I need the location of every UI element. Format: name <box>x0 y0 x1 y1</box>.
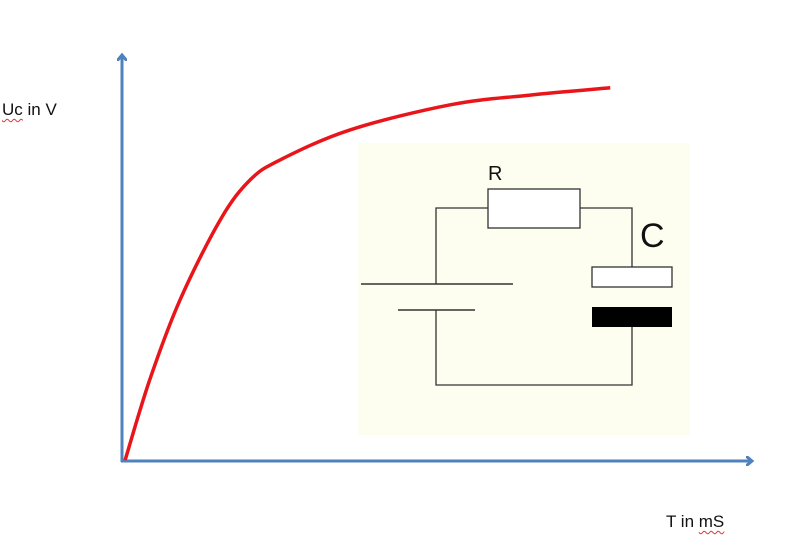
wire-bottom <box>435 310 633 386</box>
resistor-label: R <box>488 163 502 185</box>
circuit-panel: R C <box>358 143 690 435</box>
wire-left-top <box>435 207 488 284</box>
resistor <box>487 188 581 229</box>
capacitor-plate-top <box>591 266 673 288</box>
wire-right-top <box>580 207 633 267</box>
capacitor-label: C <box>640 217 665 255</box>
x-axis-label: T in mS <box>666 512 725 531</box>
y-axis-label: Uc in V <box>2 100 57 119</box>
capacitor-plate-bottom <box>592 307 672 327</box>
uc-charging-curve <box>123 86 611 461</box>
circuit-background <box>358 143 690 435</box>
